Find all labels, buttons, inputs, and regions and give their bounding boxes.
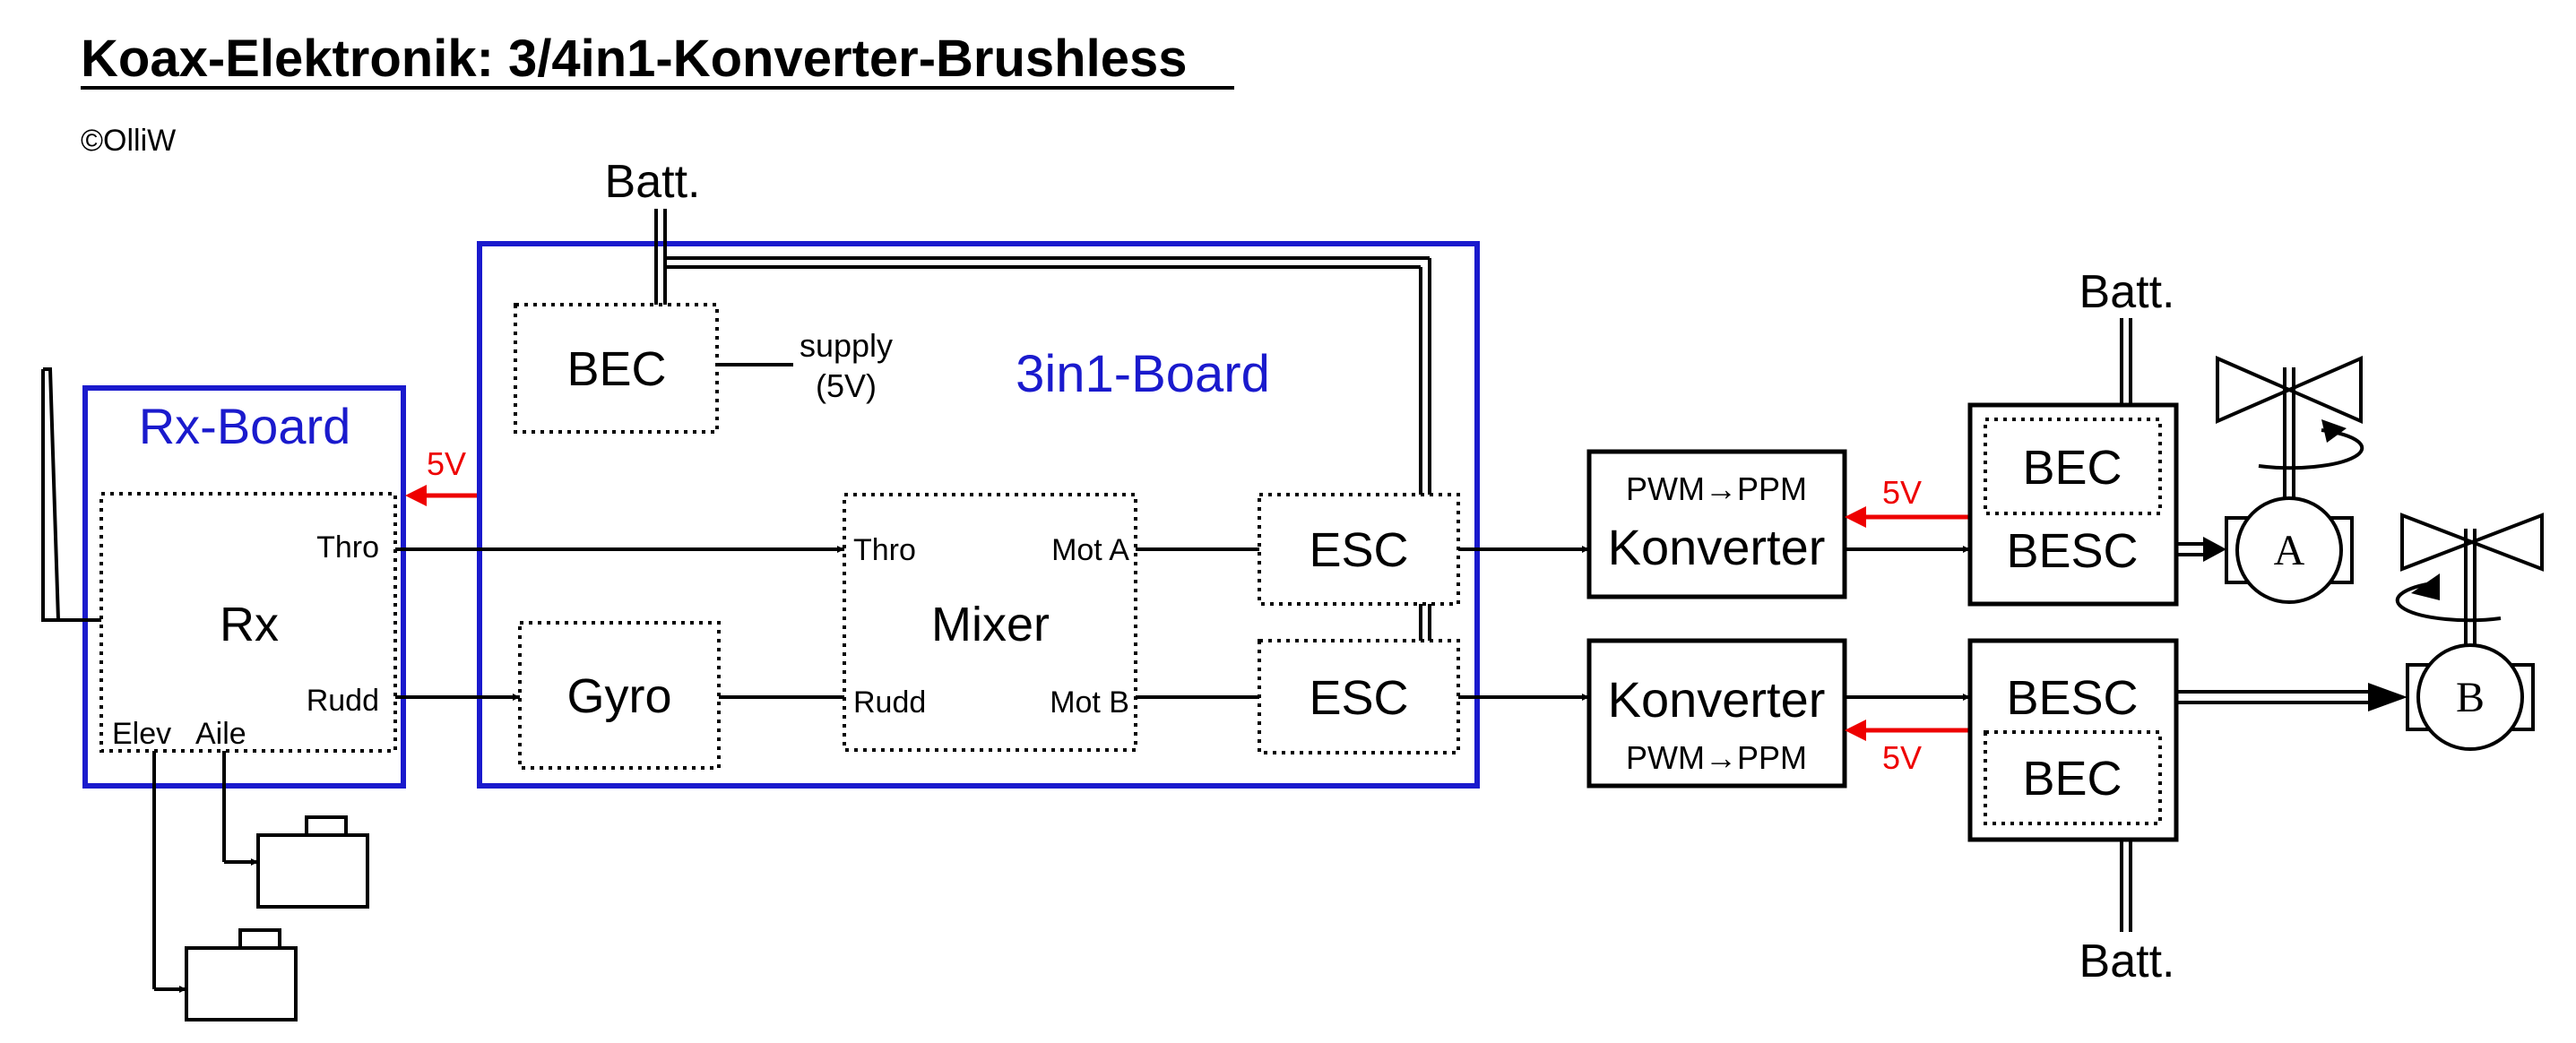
rx-board-label: Rx-Board: [139, 398, 351, 454]
mixer-motb-label: Mot B: [1050, 685, 1129, 720]
converter-b-power-arrowhead: [1845, 720, 1866, 741]
converter-a-box: [1586, 449, 1847, 599]
motor-b-label: B: [2456, 674, 2485, 721]
besc-a-label: BESC: [2006, 524, 2138, 578]
mixer-box: [843, 493, 1137, 752]
board-3in1-frame: [477, 241, 1480, 789]
esc-a-box: [1258, 493, 1460, 606]
besc-b-bec-label: BEC: [2022, 752, 2122, 806]
motor-a-icon: [2216, 355, 2364, 604]
besc-b-motor-arrowhead: [2368, 683, 2407, 711]
converter-a-power-arrowhead: [1845, 506, 1866, 528]
converter-b-power-voltage: 5V: [1882, 739, 1922, 776]
bec-box: [514, 303, 719, 434]
converter-b-pwm-label: PWM→PPM: [1626, 739, 1807, 776]
elev-servo-horn: [238, 928, 281, 950]
supply-label-line1: supply: [800, 327, 893, 364]
mixer-rudd-label: Rudd: [853, 685, 926, 720]
besc-b-batt-label: Batt.: [2079, 935, 2175, 987]
besc-a-bec-box: [1984, 418, 2162, 515]
mixer-thro-label: Thro: [853, 533, 916, 567]
rx-receiver-box: [99, 492, 397, 753]
rx-aile-label: Aile: [195, 717, 246, 751]
converter-b-label: Konverter: [1608, 671, 1826, 728]
rx-rudd-label: Rudd: [307, 684, 379, 718]
gyro-label: Gyro: [566, 669, 671, 723]
converter-a-pwm-label: PWM→PPM: [1626, 470, 1807, 507]
supply-label-line2: (5V): [816, 367, 877, 404]
converter-a-power-voltage: 5V: [1882, 474, 1922, 511]
aile-servo-horn: [305, 815, 348, 837]
motor-b-icon: [2395, 513, 2544, 751]
esc-b-label: ESC: [1309, 671, 1408, 725]
mixer-label: Mixer: [931, 598, 1050, 651]
esc-b-box: [1258, 639, 1460, 754]
aile-servo-icon: [256, 833, 369, 909]
rx-power-arrowhead: [405, 485, 427, 506]
motor-a-label: A: [2274, 527, 2305, 574]
rx-elev-label: Elev: [112, 717, 171, 751]
rx-receiver-label: Rx: [220, 598, 279, 651]
converter-b-box: [1586, 638, 1847, 789]
esc-a-label: ESC: [1309, 523, 1408, 577]
besc-a-batt-label: Batt.: [2079, 266, 2175, 318]
rx-thro-label: Thro: [316, 530, 379, 565]
rx-power-voltage: 5V: [427, 445, 466, 482]
converter-a-label: Konverter: [1608, 519, 1826, 575]
mixer-mota-label: Mot A: [1051, 533, 1129, 567]
batt-top-label: Batt.: [605, 156, 701, 208]
rx-board-frame: [82, 385, 406, 789]
besc-b-label: BESC: [2006, 671, 2138, 725]
besc-b-bec-box: [1984, 730, 2162, 825]
copyright-text: ©OlliW: [81, 124, 176, 158]
board-3in1-label: 3in1-Board: [1016, 345, 1270, 403]
besc-a-motor-arrowhead: [2203, 537, 2226, 562]
bec-label: BEC: [566, 342, 666, 396]
antenna-icon: [41, 367, 61, 622]
elev-servo-icon: [185, 946, 298, 1021]
diagram-title: Koax-Elektronik: 3/4in1-Konverter-Brushl…: [81, 30, 1187, 88]
besc-a-bec-label: BEC: [2022, 441, 2122, 495]
